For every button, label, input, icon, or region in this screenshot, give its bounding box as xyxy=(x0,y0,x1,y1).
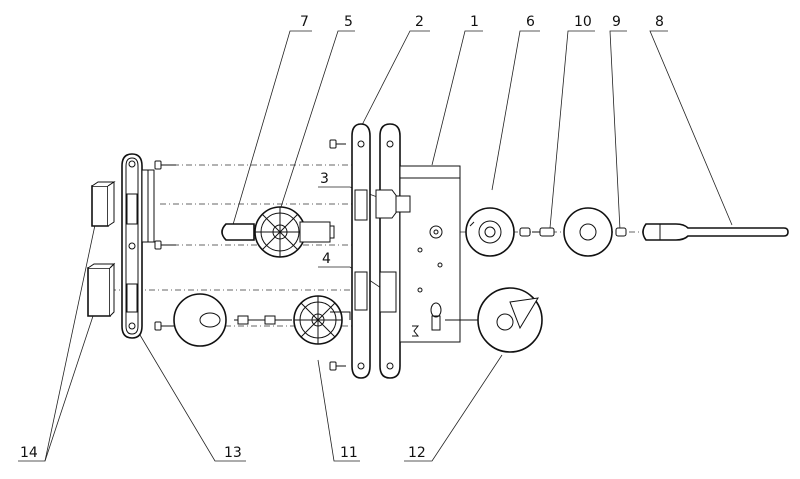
rose-plate xyxy=(563,207,613,257)
label-2: 2 xyxy=(415,14,424,30)
part-13-strike-plate xyxy=(121,153,155,339)
label-10: 10 xyxy=(574,14,592,30)
leader-10 xyxy=(549,30,595,229)
strike-screws xyxy=(154,160,176,331)
label-8: 8 xyxy=(655,14,664,30)
part-4-deadbolt xyxy=(379,271,397,313)
label-14: 14 xyxy=(20,445,38,461)
part-8-lever xyxy=(642,223,789,241)
leader-2 xyxy=(361,30,430,126)
leader-9 xyxy=(609,30,627,231)
part-12-thumbturn xyxy=(445,287,543,353)
faceplate-screws xyxy=(329,139,346,371)
leader-12 xyxy=(404,354,503,462)
label-6: 6 xyxy=(526,14,535,30)
label-9: 9 xyxy=(612,14,621,30)
leader-14b xyxy=(44,309,96,462)
part-3-latch xyxy=(375,189,411,219)
part-1-lock-body xyxy=(379,123,461,379)
leader-8 xyxy=(649,30,733,226)
left-escutcheon xyxy=(173,293,292,347)
part-6-rose xyxy=(465,207,515,257)
leader-6 xyxy=(491,30,540,191)
leader-11 xyxy=(317,359,360,462)
leader-1 xyxy=(431,30,483,166)
label-5: 5 xyxy=(344,14,353,30)
label-7: 7 xyxy=(300,14,309,30)
part-labels: 7 5 2 1 6 10 9 8 3 4 14 13 11 12 xyxy=(20,14,664,461)
label-12: 12 xyxy=(408,445,426,461)
label-1: 1 xyxy=(470,14,479,30)
leader-4 xyxy=(318,266,385,291)
part-9-grub-screw xyxy=(615,227,627,237)
label-13: 13 xyxy=(224,445,242,461)
label-11: 11 xyxy=(340,445,358,461)
part-11-rosette xyxy=(293,295,351,345)
part-10-screws xyxy=(519,227,555,237)
label-4: 4 xyxy=(322,251,331,267)
leader-13 xyxy=(139,334,246,462)
part-2-faceplate xyxy=(351,123,371,379)
label-3: 3 xyxy=(320,171,329,187)
part-5-rosette xyxy=(254,206,331,258)
part-14-strike-boxes xyxy=(87,181,116,317)
leader-5 xyxy=(279,30,355,211)
leader-7 xyxy=(231,30,312,229)
leader-lines xyxy=(18,30,733,462)
